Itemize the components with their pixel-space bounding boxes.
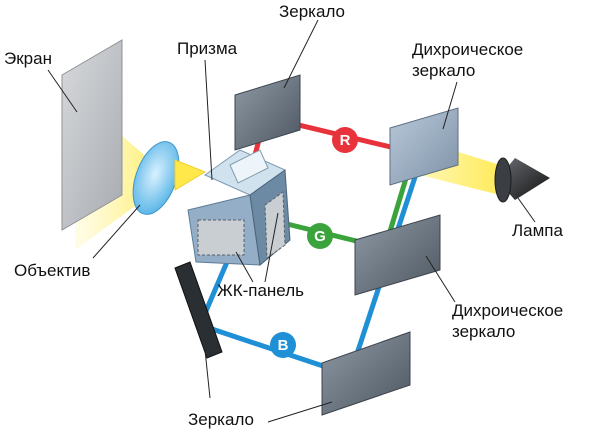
leader-lamp [517, 197, 536, 223]
lamp-reflector [494, 157, 512, 203]
blue-beam-badge [270, 332, 296, 358]
screen-panel [61, 39, 123, 231]
blue-beam-label: B [278, 337, 289, 354]
label-mirror-bottom: Зеркало [188, 410, 254, 429]
lens-to-prism-arrow [174, 159, 207, 191]
lcd-panel-front [197, 219, 245, 256]
leader-lcd-1 [235, 251, 254, 283]
lcd-panel-side [264, 191, 286, 259]
label-lamp: Лампа [512, 221, 564, 240]
dichroic-mirror-bottom [354, 214, 441, 296]
mirror-bottom-right [321, 331, 411, 416]
label-dichroic-bottom-1: Дихроическое [452, 301, 563, 320]
leader-mirror-bottom-right [267, 401, 333, 423]
blue-beam-left [196, 254, 351, 378]
label-dichroic-top-2: зеркало [412, 61, 475, 80]
label-prism: Призма [177, 39, 238, 58]
leader-screen [47, 69, 78, 113]
label-lcd-panel: ЖК-панель [217, 281, 304, 300]
leader-mirror-bottom-left [204, 349, 211, 399]
leader-lens [92, 204, 141, 259]
dichroic-mirror-top [389, 107, 459, 186]
label-screen: Экран [4, 49, 52, 68]
label-lens: Объектив [14, 261, 90, 280]
lcd-panel-top [229, 149, 269, 184]
leader-dichroic-top [442, 81, 458, 130]
leader-prism [204, 59, 213, 181]
leader-lcd-2 [264, 212, 279, 283]
mirror-top [234, 74, 301, 151]
label-mirror-top: Зеркало [279, 2, 345, 21]
red-beam-badge [332, 127, 358, 153]
mirror-bottom-left [174, 261, 223, 359]
label-dichroic-top-1: Дихроическое [412, 40, 523, 59]
green-beam-label: G [314, 228, 326, 245]
leader-dichroic-bottom [425, 255, 456, 303]
label-dichroic-bottom-2: зеркало [452, 322, 515, 341]
leader-mirror-top [283, 19, 319, 89]
green-beam-badge [307, 223, 333, 249]
red-beam-label: R [340, 132, 351, 149]
